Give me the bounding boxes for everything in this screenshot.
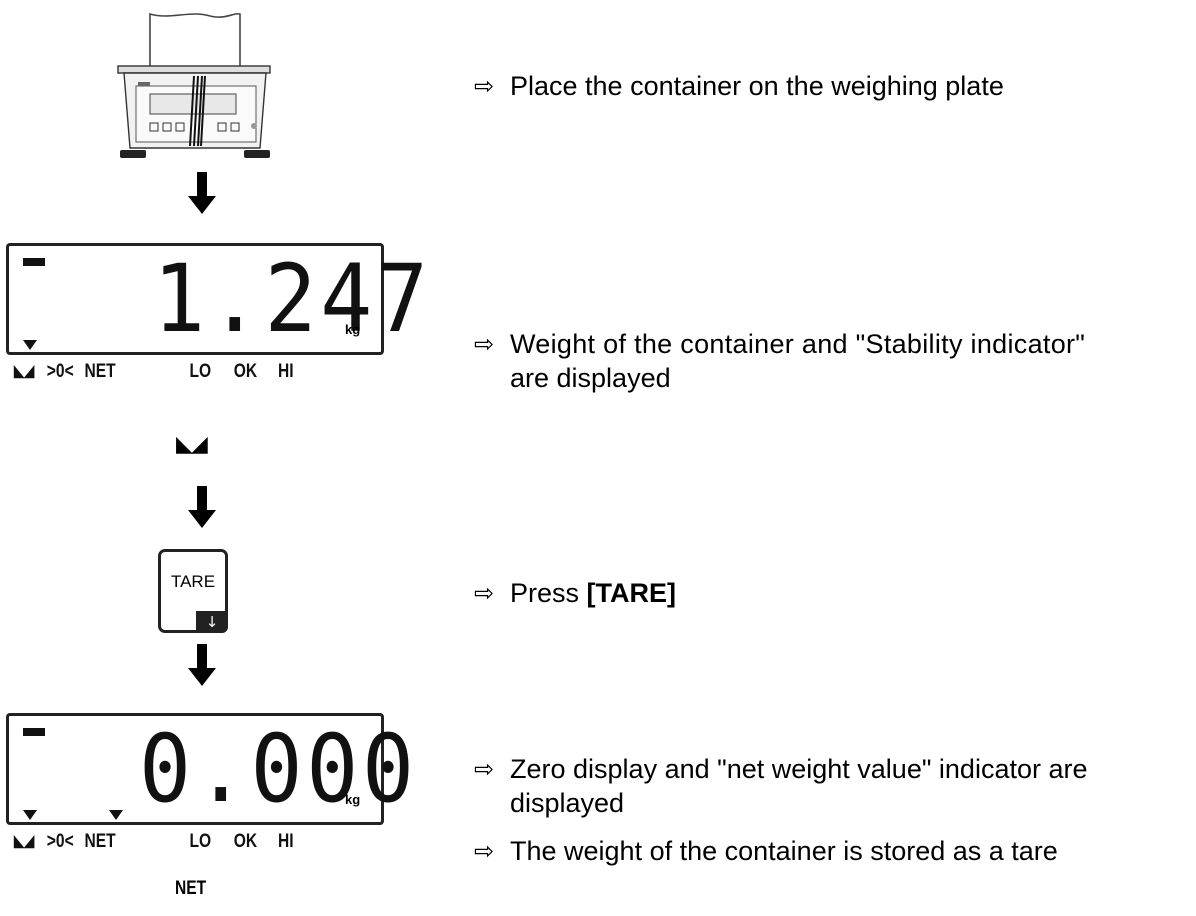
tare-key-illustration: TARE ↓ [158,549,228,633]
step-text: The weight of the container is stored as… [510,836,1058,866]
lcd-display-weight: 1.247 kg [6,243,428,355]
lcd-stability-marker [23,810,37,820]
stability-symbol-icon: ◣◢ [176,432,208,457]
net-symbol: NET [175,878,207,899]
lcd-display-zero: 0.000 kg [6,713,414,825]
lo-label: LO [189,361,212,382]
step-text-line-1: Zero display and "net weight value" indi… [510,754,1088,784]
step-text: Place the container on the weighing plat… [510,71,1004,101]
instruction-step: ⇨ Zero display and "net weight value" in… [474,752,1194,822]
tare-key-label: TARE [170,572,216,591]
lcd-bar-indicator [23,258,45,266]
hi-label: HI [278,831,294,852]
step-arrow-icon: ⇨ [474,837,495,865]
step-arrow-icon: ⇨ [474,330,495,358]
step-text: Press [TARE] [510,576,676,610]
hi-label: HI [278,361,294,382]
flow-arrow-down-icon [188,172,216,214]
lcd-stability-marker [23,340,37,350]
flow-arrow-down-icon [188,486,216,528]
step-text-prefix: Press [510,578,587,608]
scale-with-container-illustration [117,12,271,158]
ok-label: OK [233,831,258,852]
stability-label-icon: ◣◢ [14,363,35,380]
lo-label: LO [189,831,212,852]
lcd-bar-indicator [23,728,45,736]
step-text-line-2: displayed [510,788,625,818]
instruction-step: ⇨ Weight of the container and "Stability… [474,327,1194,397]
flow-arrow-down-icon [188,644,216,686]
down-arrow-icon: ↓ [196,611,228,633]
lcd-reading: 1.247 [153,245,432,354]
lcd-reading: 0.000 [139,715,418,824]
net-label: NET [84,361,116,382]
ok-label: OK [233,361,258,382]
stability-label-icon: ◣◢ [14,833,35,850]
instruction-step: ⇨ The weight of the container is stored … [474,834,1194,868]
step-arrow-icon: ⇨ [474,72,495,100]
step-text-line-2: are displayed [510,363,671,393]
lcd-net-marker [109,810,123,820]
net-label: NET [84,831,116,852]
instruction-step: ⇨ Press [TARE] [474,576,1194,610]
lcd-unit: kg [345,792,361,807]
step-arrow-icon: ⇨ [474,755,495,783]
lcd-label-row: ◣◢ >0< NET LO OK HI [14,831,342,855]
lcd-unit: kg [345,322,361,337]
lcd-label-row: ◣◢ >0< NET LO OK HI [14,361,342,385]
step-text-line-1: Weight of the container and "Stability i… [510,329,1086,359]
zero-label: >0< [46,361,74,382]
zero-label: >0< [46,831,74,852]
step-arrow-icon: ⇨ [474,579,495,607]
instruction-step: ⇨ Place the container on the weighing pl… [474,69,1194,103]
tare-key-reference: [TARE] [586,578,677,608]
